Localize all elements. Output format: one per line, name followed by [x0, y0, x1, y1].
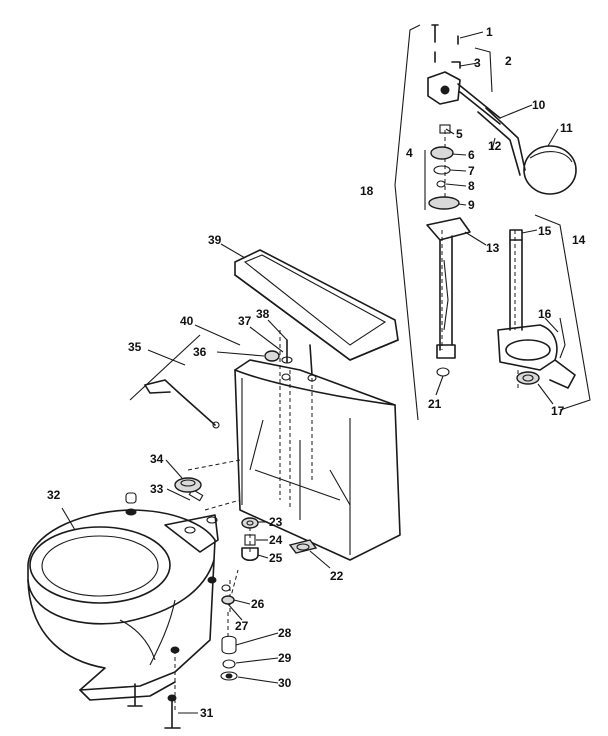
tank-bolts [264, 339, 317, 382]
callout-21: 21 [428, 397, 442, 411]
callout-34: 34 [150, 452, 164, 466]
callout-39: 39 [208, 233, 222, 247]
callout-13: 13 [486, 241, 500, 255]
toilet-bowl [27, 509, 219, 701]
callout-16: 16 [538, 307, 552, 321]
callout-38: 38 [256, 307, 270, 321]
callout-12: 12 [488, 139, 502, 153]
callout-32: 32 [47, 488, 61, 502]
callout-25: 25 [269, 551, 283, 565]
callout-2: 2 [505, 54, 512, 68]
callout-6: 6 [468, 148, 475, 162]
toilet-tank [234, 359, 401, 561]
callout-11: 11 [560, 121, 573, 135]
callout-36: 36 [193, 345, 207, 359]
flush-valve-assembly [497, 229, 576, 389]
tank-lid [234, 249, 399, 361]
callout-8: 8 [468, 179, 475, 193]
callout-18: 18 [360, 184, 374, 198]
callout-10: 10 [532, 98, 546, 112]
callout-15: 15 [538, 224, 552, 238]
callout-17: 17 [551, 404, 565, 418]
callout-24: 24 [269, 533, 283, 547]
callout-23: 23 [269, 515, 283, 529]
floor-bolts [127, 584, 238, 729]
callout-22: 22 [330, 569, 344, 583]
float-ball [523, 145, 577, 195]
leader-lines [61, 31, 559, 714]
callout-26: 26 [251, 597, 265, 611]
ballcock-assembly [426, 24, 526, 377]
group-brackets [129, 24, 591, 421]
callout-4: 4 [406, 146, 413, 160]
callout-labels: 1 2 3 4 5 6 7 8 9 10 11 12 13 14 15 16 1… [47, 25, 586, 720]
callout-35: 35 [128, 340, 142, 354]
flush-valve-nut [241, 517, 259, 562]
callout-37: 37 [238, 314, 252, 328]
alignment-lines [174, 130, 519, 710]
spud-washer [288, 539, 318, 554]
callout-7: 7 [468, 164, 475, 178]
callout-28: 28 [278, 626, 292, 640]
callout-3: 3 [474, 56, 481, 70]
callout-5: 5 [456, 127, 463, 141]
callout-31: 31 [200, 706, 214, 720]
trip-lever [144, 379, 220, 429]
callout-33: 33 [150, 482, 164, 496]
callout-14: 14 [572, 233, 586, 247]
callout-1: 1 [486, 25, 493, 39]
callout-29: 29 [278, 651, 292, 665]
callout-40: 40 [180, 314, 194, 328]
bolt-cap [125, 488, 204, 516]
tank-to-bowl-gasket [174, 477, 202, 493]
callout-27: 27 [235, 619, 249, 633]
callout-30: 30 [278, 676, 292, 690]
callout-9: 9 [468, 198, 475, 212]
